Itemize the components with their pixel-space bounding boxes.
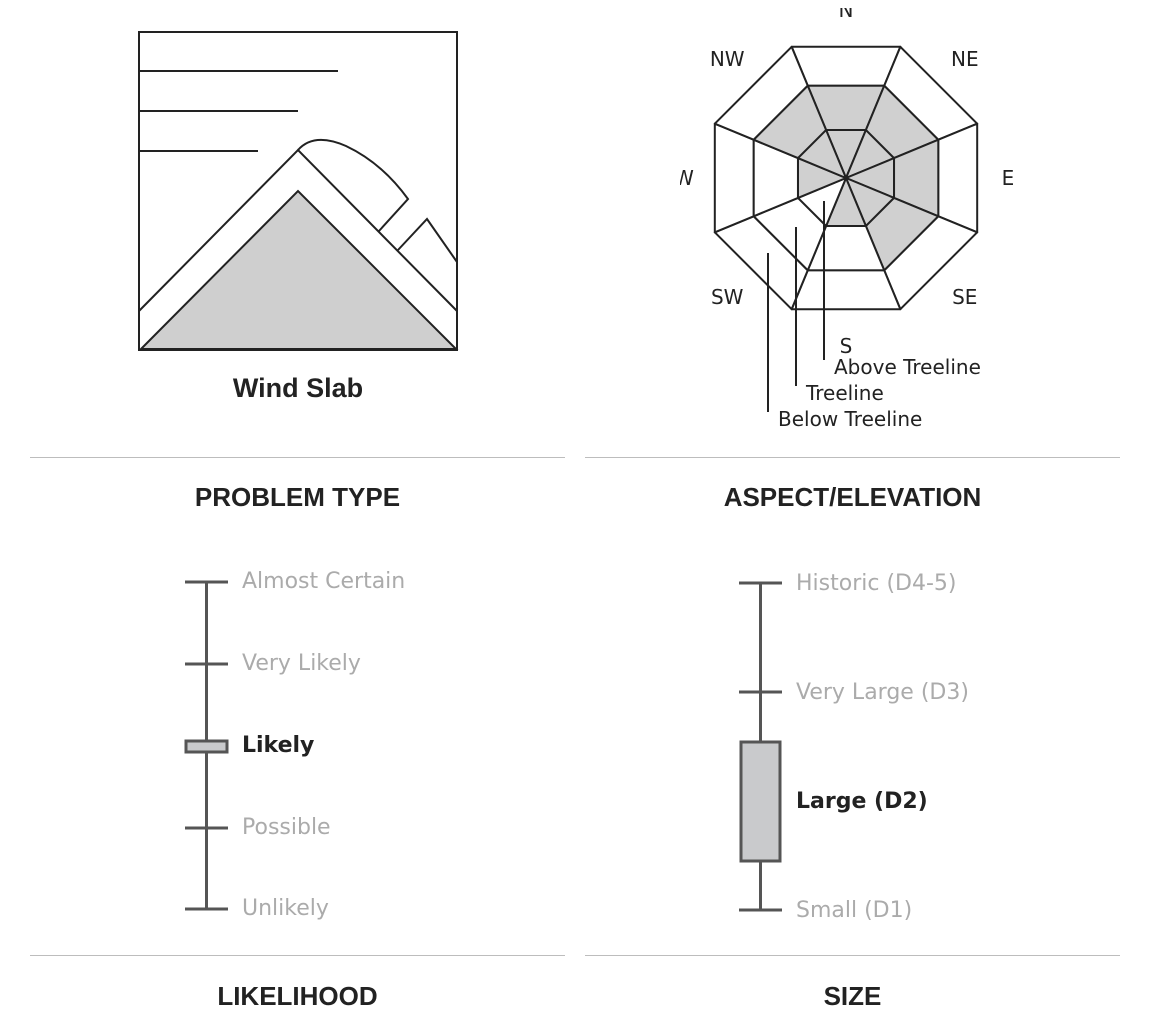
direction-label-ne: NE [951,47,979,71]
likelihood-level: Very Likely [242,651,361,676]
section-title-aspect-elevation: ASPECT/ELEVATION [723,482,982,512]
divider [30,955,565,956]
likelihood-scale [184,580,229,911]
direction-label-nw: NW [710,47,745,71]
wind-slab-icon [138,31,459,351]
divider [585,955,1120,956]
likelihood-level-selected: Likely [242,733,315,758]
elevation-label: Above Treeline [834,355,981,379]
rose-segment-s-below-treeline [790,269,902,311]
direction-label-e: E [1002,166,1015,190]
size-scale [739,581,782,912]
rose-segment-e-below-treeline [937,122,979,234]
size-level-selected: Large (D2) [796,789,928,814]
section-title-likelihood: LIKELIHOOD [217,981,378,1011]
elevation-label: Treeline [805,381,884,405]
likelihood-level: Possible [242,815,331,840]
rose-segment-nw-below-treeline [713,45,809,141]
divider [585,457,1120,458]
size-marker [739,740,782,863]
rose-segment-n-below-treeline [790,45,902,87]
problem-name: Wind Slab [232,373,364,403]
size-level: Small (D1) [796,898,913,923]
direction-label-s: S [840,334,853,358]
size-level: Very Large (D3) [796,680,969,705]
elevation-label: Below Treeline [778,407,922,431]
direction-label-n: N [839,8,854,22]
divider [30,457,565,458]
section-title-size: SIZE [823,981,882,1011]
direction-label-w: W [680,166,694,190]
likelihood-level: Almost Certain [242,569,406,594]
direction-label-se: SE [952,285,977,309]
aspect-elevation-rose: N NE E SE S SW W NW Above TreelineTreelineBelow … [680,8,1015,431]
rose-segment-w-below-treeline [713,122,755,234]
section-title-problem-type: PROBLEM TYPE [194,482,401,512]
likelihood-marker [184,739,229,754]
likelihood-level: Unlikely [242,896,329,921]
direction-label-sw: SW [711,285,744,309]
size-level: Historic (D4-5) [796,571,957,596]
